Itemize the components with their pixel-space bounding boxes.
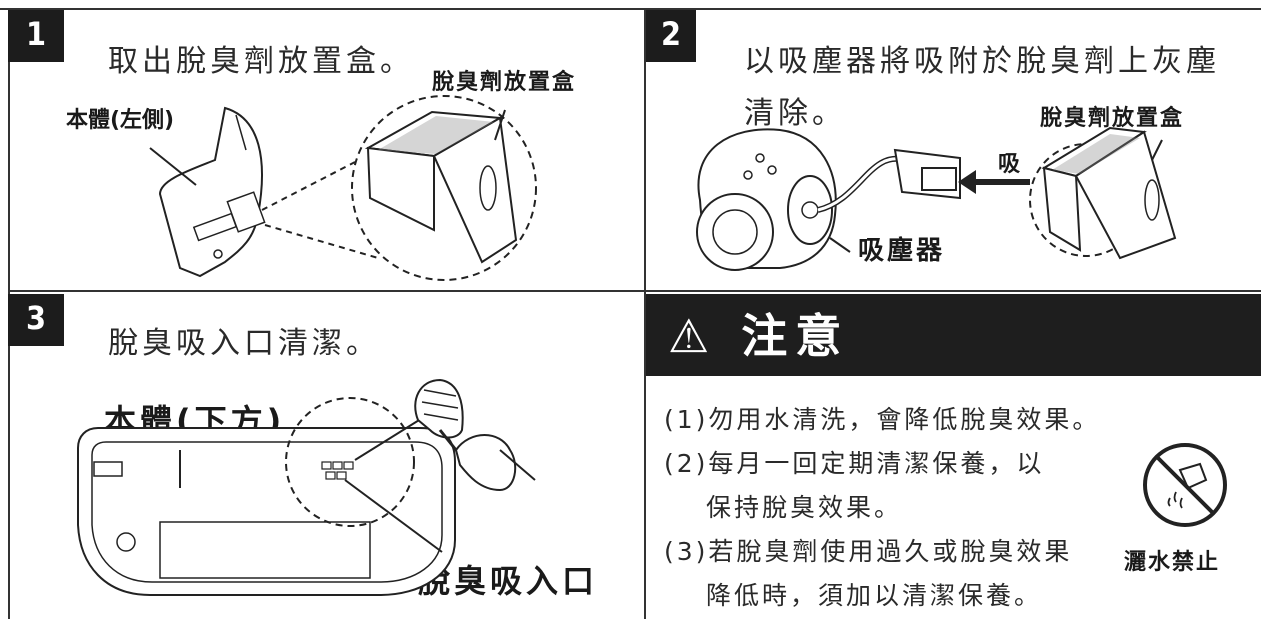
- label-deodor-inlet: 脫臭吸入口: [418, 562, 599, 600]
- caution-header: [646, 294, 1261, 376]
- step-2-illustration: [696, 126, 1177, 271]
- no-water-icon: [1143, 443, 1227, 527]
- grid-top-border: [0, 8, 1261, 10]
- label-deodorizer-box-1: 脫臭劑放置盒: [432, 70, 577, 95]
- caution-title: ⚠ 注意: [668, 300, 849, 366]
- step-3-illustration: [77, 378, 536, 596]
- label-suck: 吸: [998, 152, 1021, 177]
- grid-middle-divider: [644, 8, 646, 619]
- step-3-text: 脫臭吸入口清潔。: [108, 326, 380, 361]
- label-body-left: 本體(左側): [66, 108, 175, 133]
- grid-row-divider: [8, 290, 1261, 292]
- caution-item-3: (3)若脫臭劑使用過久或脫臭效果: [664, 537, 1073, 566]
- caution-item-3-cont: 降低時，須加以清潔保養。: [706, 581, 1043, 610]
- caution-title-text: 注意: [741, 309, 850, 363]
- step-2-text-line2: 清除。: [744, 96, 846, 131]
- caution-item-1: (1)勿用水清洗，會降低脫臭效果。: [664, 405, 1101, 434]
- label-vacuum: 吸塵器: [858, 236, 946, 266]
- caution-item-2-cont: 保持脫臭效果。: [706, 493, 903, 522]
- label-deodorizer-box-2: 脫臭劑放置盒: [1040, 106, 1185, 131]
- caution-item-2: (2)每月一回定期清潔保養，以: [664, 449, 1045, 478]
- step-2-number: 2: [646, 10, 696, 62]
- step-1-illustration: [149, 95, 537, 281]
- step-1-number: 1: [8, 10, 64, 62]
- no-water-label: 灑水禁止: [1124, 550, 1221, 575]
- step-1-text: 取出脫臭劑放置盒。: [108, 44, 414, 79]
- step-2-text-line1: 以吸塵器將吸附於脫臭劑上灰塵: [744, 44, 1220, 79]
- step-3-number: 3: [8, 294, 64, 346]
- warning-icon: ⚠: [668, 309, 718, 363]
